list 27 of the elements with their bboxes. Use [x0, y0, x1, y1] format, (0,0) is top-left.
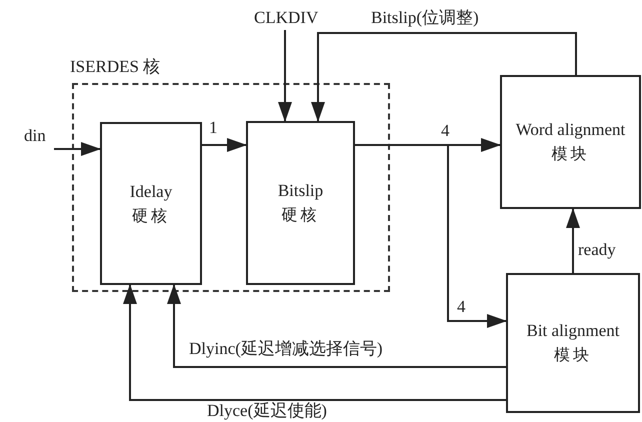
- group-heading: ISERDES 核: [70, 56, 160, 78]
- signal-label: din: [24, 126, 46, 146]
- box-label: Bitslip: [278, 180, 324, 202]
- process-box: [506, 273, 640, 413]
- process-box: [246, 121, 355, 285]
- arrow: [167, 284, 506, 368]
- box-label: 模块: [554, 344, 592, 366]
- edge-label: Bitslip(位调整): [370, 8, 480, 27]
- arrow: [278, 30, 292, 122]
- box-label: Idelay: [130, 180, 172, 203]
- edge-label: Dlyinc(延迟增减选择信号): [188, 339, 384, 358]
- box-label: 硬核: [132, 204, 170, 226]
- process-box: [500, 75, 641, 209]
- box-label: Bit alignment: [526, 320, 620, 342]
- process-box: [100, 122, 202, 285]
- box-label: 硬核: [282, 204, 320, 226]
- edge-label: Dlyce(延迟使能): [206, 401, 328, 420]
- arrow: [202, 138, 247, 152]
- arrow: [566, 208, 580, 273]
- arrow: [311, 32, 577, 122]
- arrow: [355, 144, 507, 328]
- box-label: Word alignment: [516, 119, 626, 141]
- signal-label: CLKDIV: [254, 8, 318, 28]
- arrow: [123, 284, 506, 401]
- arrow: [54, 142, 101, 156]
- box-label: 模块: [552, 143, 590, 165]
- edge-label: ready: [577, 240, 617, 259]
